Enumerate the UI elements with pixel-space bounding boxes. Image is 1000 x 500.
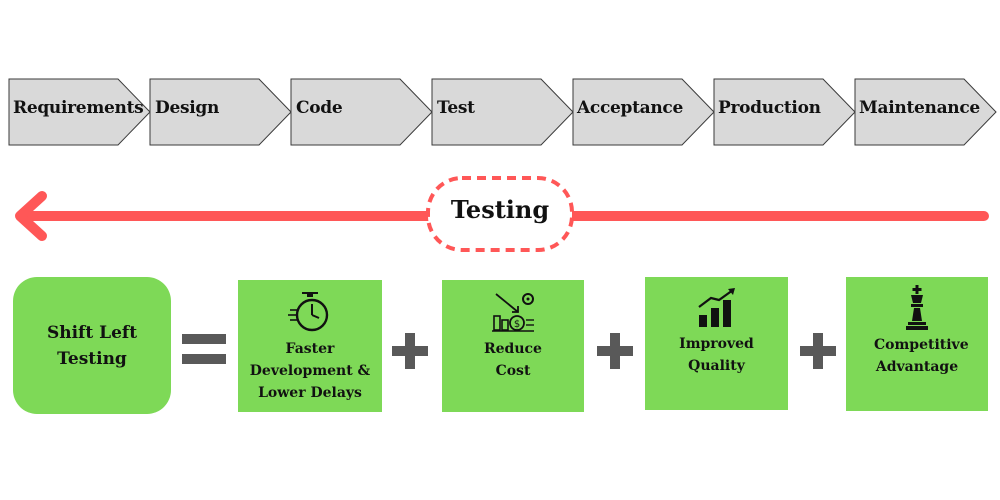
testing-pill — [426, 176, 574, 252]
stage-chevron-code — [290, 78, 433, 146]
svg-text:$: $ — [514, 319, 520, 330]
arrow-head — [15, 191, 47, 241]
shift-left-testing-label: Shift Left Testing — [46, 322, 138, 369]
stage-label-requirements: Requirements — [13, 98, 144, 118]
stage-chevron-requirements — [8, 78, 151, 146]
plus-sign-3 — [800, 333, 836, 369]
stage-chevron-test — [431, 78, 574, 146]
testing-label: Testing — [450, 195, 550, 224]
stage-label-maintenance: Maintenance — [859, 98, 980, 118]
plus-sign-2 — [597, 333, 633, 369]
benefit-faster-development: Faster Development & Lower Delays — [238, 280, 382, 412]
stage-chevron-design — [149, 78, 292, 146]
stage-chevron-acceptance — [572, 78, 715, 146]
equals-sign — [182, 334, 226, 364]
benefit-label-faster-development: Faster Development & Lower Delays — [249, 341, 371, 401]
shift-left-arrow — [15, 176, 989, 252]
benefit-improved-quality: Improved Quality — [645, 277, 788, 410]
growth-chart-icon — [697, 288, 735, 327]
stage-label-design: Design — [155, 98, 220, 118]
chess-king-icon — [906, 285, 928, 330]
benefit-label-improved-quality: Improved Quality — [679, 336, 754, 374]
stage-label-production: Production — [718, 98, 821, 118]
shift-left-testing-box: Shift Left Testing — [13, 277, 171, 414]
stage-chevron-production — [713, 78, 856, 146]
stage-label-acceptance: Acceptance — [577, 98, 683, 118]
cost-reduction-icon: $ — [492, 293, 534, 332]
plus-sign-1 — [392, 333, 428, 369]
benefit-label-reduce-cost: Reduce Cost — [484, 341, 542, 379]
benefit-reduce-cost: $ Reduce Cost — [442, 280, 584, 412]
benefit-competitive-advantage: Competitive Advantage — [846, 277, 988, 411]
stage-label-code: Code — [296, 98, 343, 118]
stage-chevron-maintenance — [854, 78, 997, 146]
benefit-label-competitive-advantage: Competitive Advantage — [874, 337, 969, 375]
sdlc-stages — [8, 78, 997, 146]
stopwatch-icon — [288, 292, 329, 332]
stage-label-test: Test — [437, 98, 475, 118]
